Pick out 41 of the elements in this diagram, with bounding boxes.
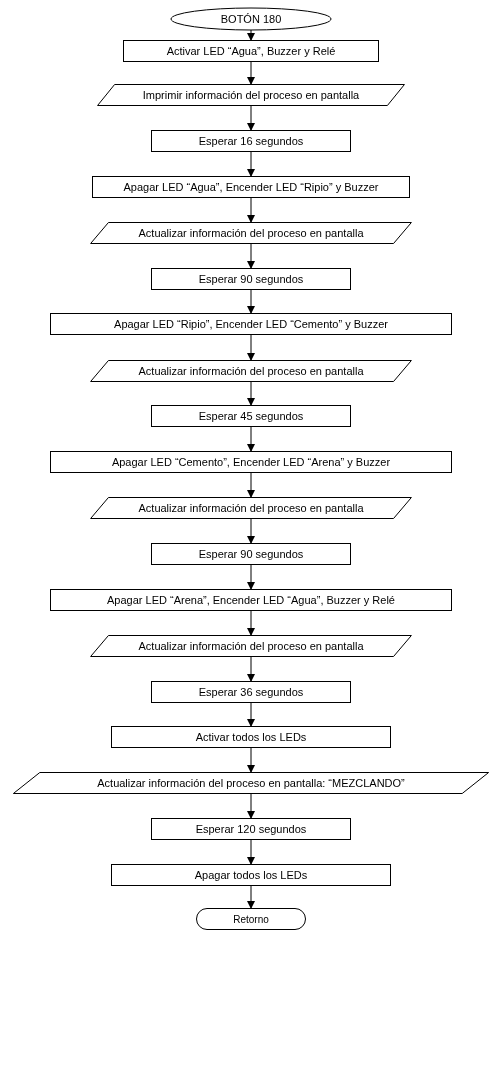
process-box: Apagar LED “Arena”, Encender LED “Agua”, Buzzer y Relé	[50, 589, 452, 611]
process-box: Esperar 120 segundos	[151, 818, 351, 840]
io-parallelogram: Actualizar información del proceso en pantalla	[89, 635, 413, 657]
arrow	[247, 839, 255, 865]
arrow	[247, 885, 255, 909]
arrow	[247, 381, 255, 406]
process-box: Esperar 16 segundos	[151, 130, 351, 152]
arrow	[247, 747, 255, 773]
process-box: Esperar 90 segundos	[151, 543, 351, 565]
end-terminal: Retorno	[196, 908, 306, 930]
arrow	[247, 29, 255, 41]
process-box: Activar todos los LEDs	[111, 726, 391, 748]
process-box: Apagar LED “Agua”, Encender LED “Ripio” y Buzzer	[92, 176, 410, 198]
arrow	[247, 564, 255, 590]
arrow	[247, 793, 255, 819]
arrow	[247, 518, 255, 544]
process-box: Esperar 90 segundos	[151, 268, 351, 290]
arrow	[247, 105, 255, 131]
process-box: Esperar 36 segundos	[151, 681, 351, 703]
arrow	[247, 197, 255, 223]
process-box: Apagar todos los LEDs	[111, 864, 391, 886]
arrow	[247, 289, 255, 314]
arrow	[247, 472, 255, 498]
process-box: Esperar 45 segundos	[151, 405, 351, 427]
process-box: Apagar LED “Cemento”, Encender LED “Arena” y Buzzer	[50, 451, 452, 473]
start-ellipse: BOTÓN 180	[171, 8, 331, 30]
arrow	[247, 702, 255, 727]
io-parallelogram: Actualizar información del proceso en pantalla	[89, 222, 413, 244]
arrow	[247, 61, 255, 85]
io-parallelogram: Actualizar información del proceso en pantalla	[89, 497, 413, 519]
io-parallelogram: Imprimir información del proceso en pantalla	[96, 84, 406, 106]
arrow	[247, 610, 255, 636]
arrow	[247, 656, 255, 682]
process-box: Activar LED “Agua”, Buzzer y Relé	[123, 40, 379, 62]
io-parallelogram: Actualizar información del proceso en pantalla	[89, 360, 413, 382]
arrow	[247, 243, 255, 269]
arrow	[247, 334, 255, 361]
arrow	[247, 151, 255, 177]
arrow	[247, 426, 255, 452]
process-box: Apagar LED “Ripio”, Encender LED “Cemento” y Buzzer	[50, 313, 452, 335]
io-parallelogram: Actualizar información del proceso en pantalla: “MEZCLANDO”	[11, 772, 491, 794]
